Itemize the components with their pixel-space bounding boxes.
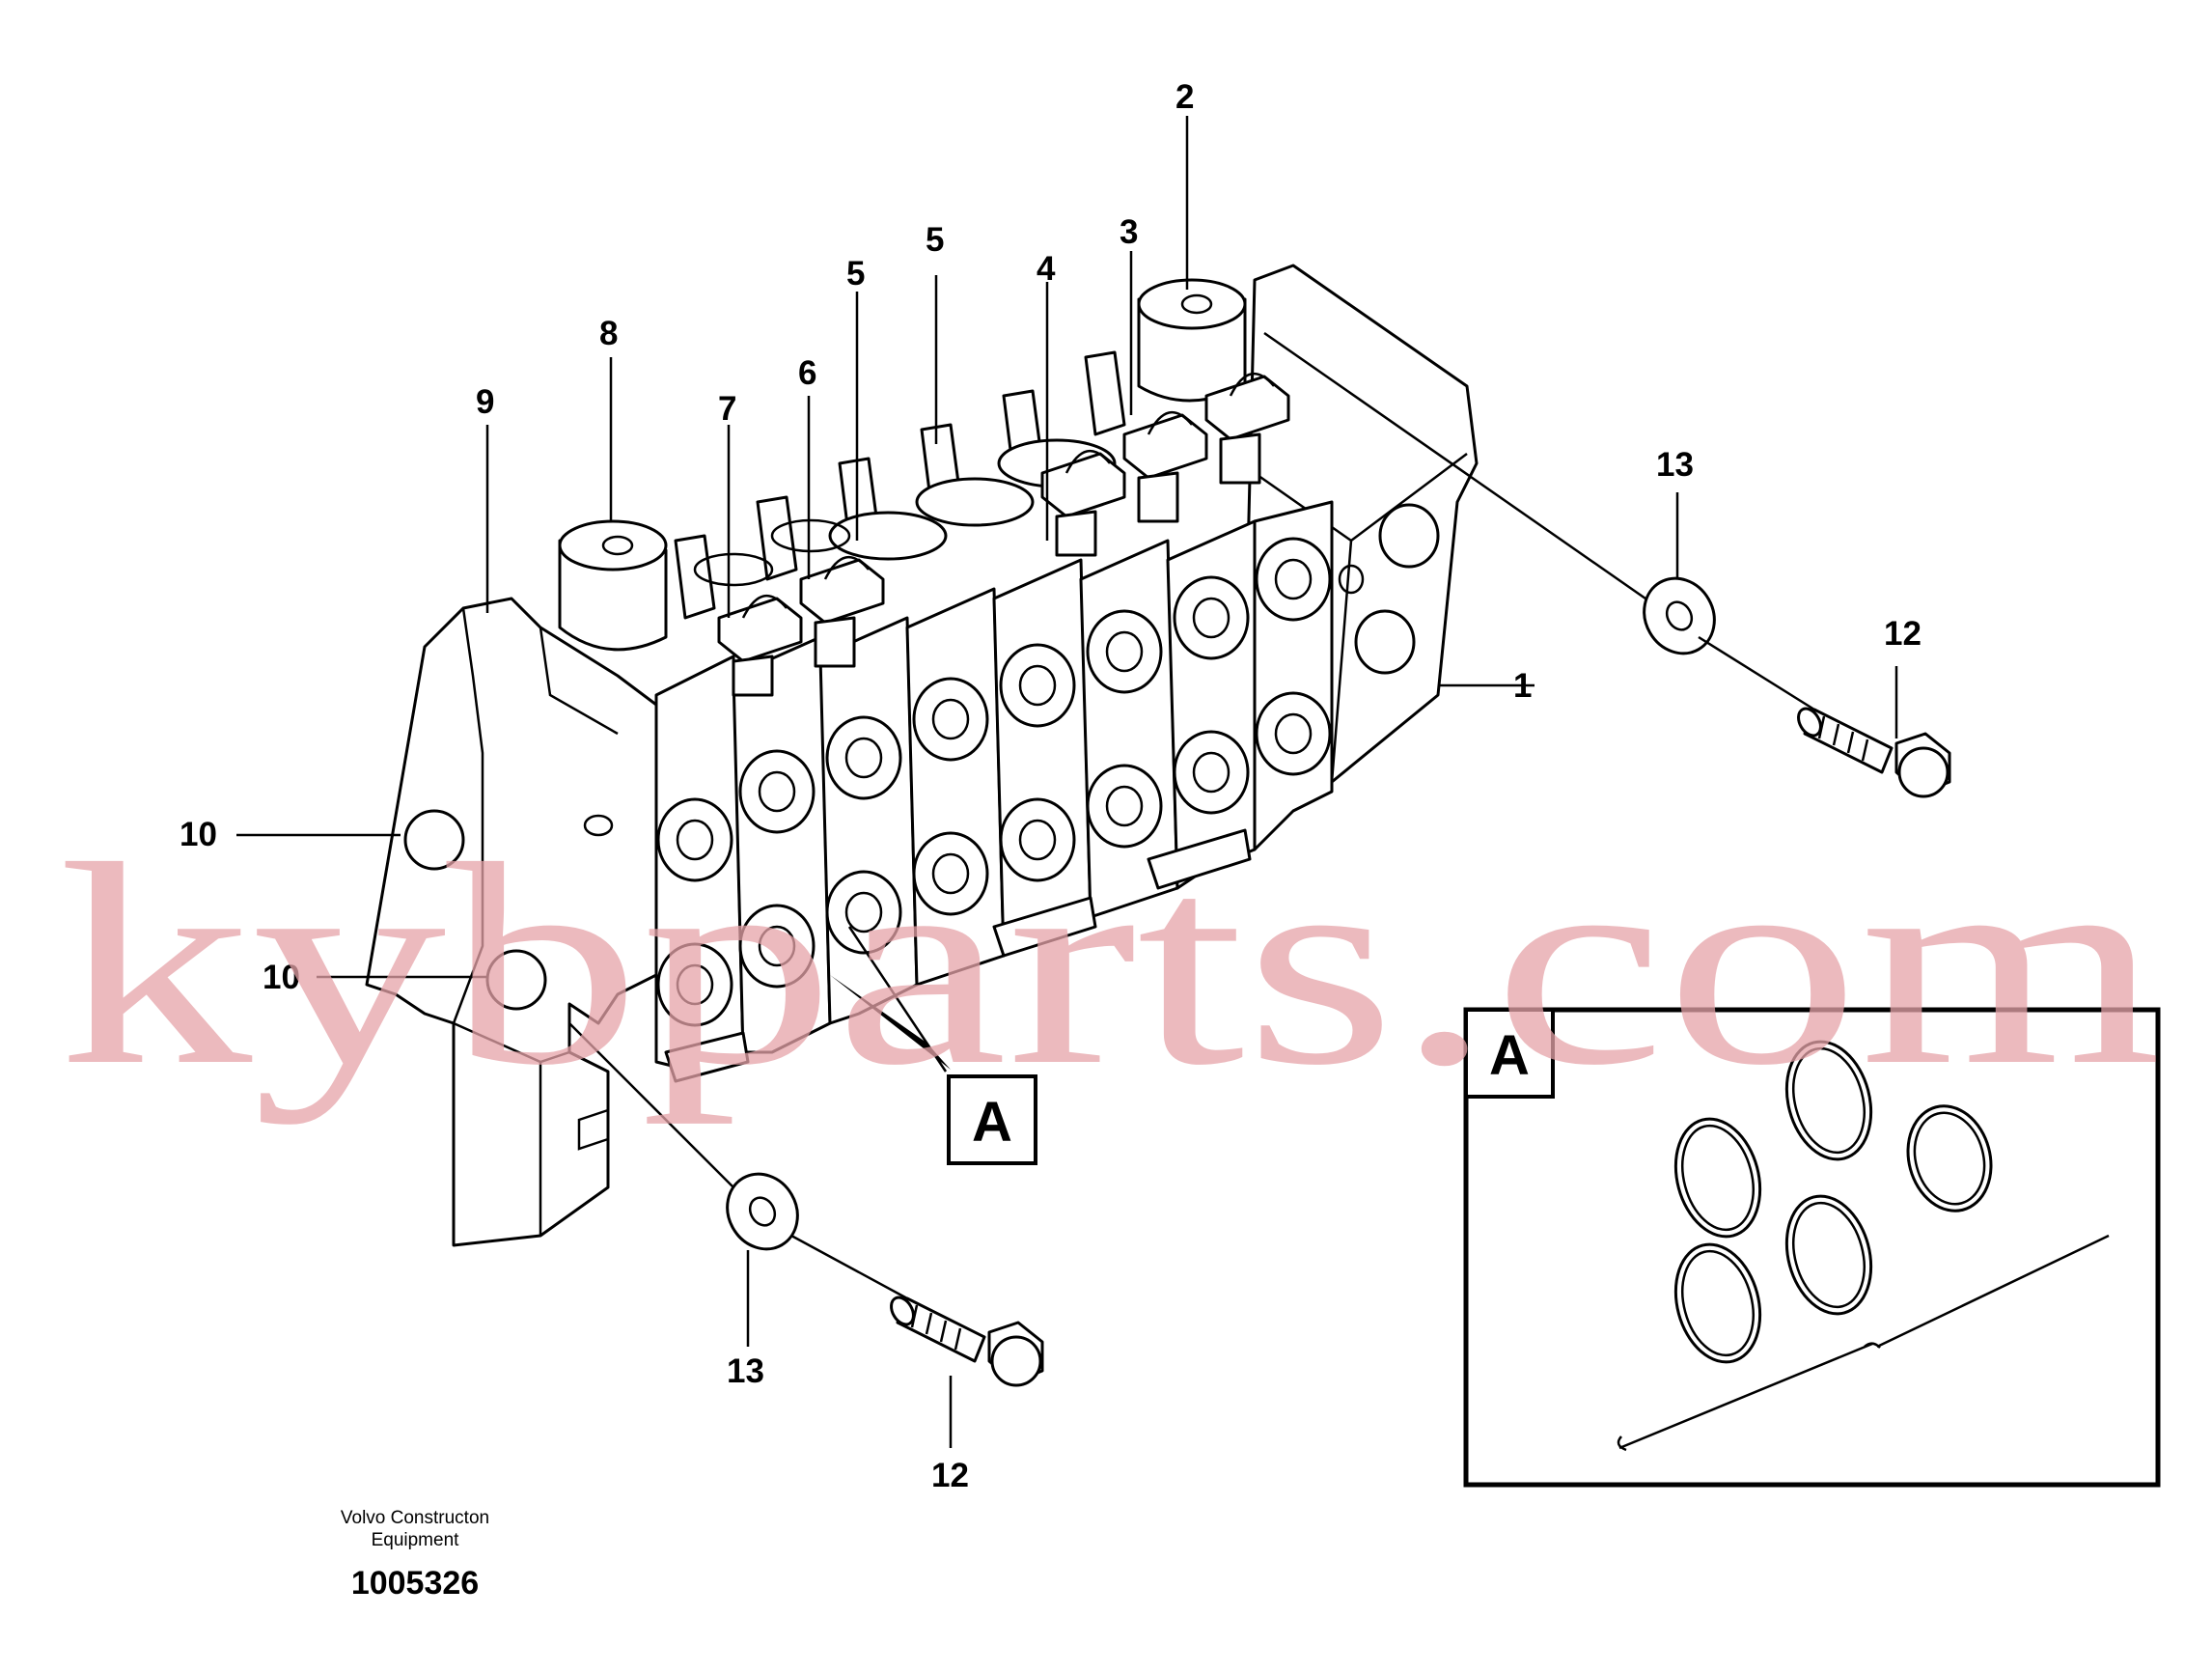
view-reference-box: A <box>947 1074 1037 1165</box>
callout-10b: 10 <box>263 959 300 996</box>
spool-sections <box>654 500 1334 1083</box>
leader-lines <box>236 116 1898 1448</box>
spool-actuators <box>558 278 1290 697</box>
callout-1: 1 <box>1513 667 1532 705</box>
bolt-bottom <box>890 1296 1044 1387</box>
callout-13a: 13 <box>1656 446 1694 484</box>
o-ring-set <box>1673 1040 1993 1364</box>
callout-5a: 5 <box>926 221 944 259</box>
control-valve-assembly <box>365 264 1479 1247</box>
view-reference-label: A <box>972 1091 1012 1154</box>
callout-3: 3 <box>1120 213 1138 251</box>
callout-12b: 12 <box>931 1457 969 1494</box>
detail-view-a: A <box>1463 1007 2161 1488</box>
callout-13b: 13 <box>727 1352 764 1390</box>
washer-bottom <box>726 1172 799 1251</box>
bolt-right <box>1797 707 1951 798</box>
footer-company-line2: Equipment <box>372 1530 460 1550</box>
callout-2: 2 <box>1175 78 1194 116</box>
callout-12a: 12 <box>1884 615 1922 653</box>
inlet-bracket <box>365 597 706 1247</box>
callout-7: 7 <box>718 390 736 428</box>
detail-box-label: A <box>1489 1024 1530 1087</box>
callout-6: 6 <box>798 354 816 392</box>
watermark: kybparts.com <box>58 804 2162 1126</box>
drawing-number: 1005326 <box>351 1565 479 1602</box>
callout-4: 4 <box>1037 250 1056 288</box>
callout-10a: 10 <box>180 816 217 853</box>
callout-5b: 5 <box>846 255 865 293</box>
washer-right <box>1643 576 1716 655</box>
footer: Volvo Constructon Equipment 1005326 <box>341 1508 489 1602</box>
callout-9: 9 <box>476 383 494 421</box>
callout-8: 8 <box>599 315 618 352</box>
footer-company-line1: Volvo Constructon <box>341 1508 489 1528</box>
